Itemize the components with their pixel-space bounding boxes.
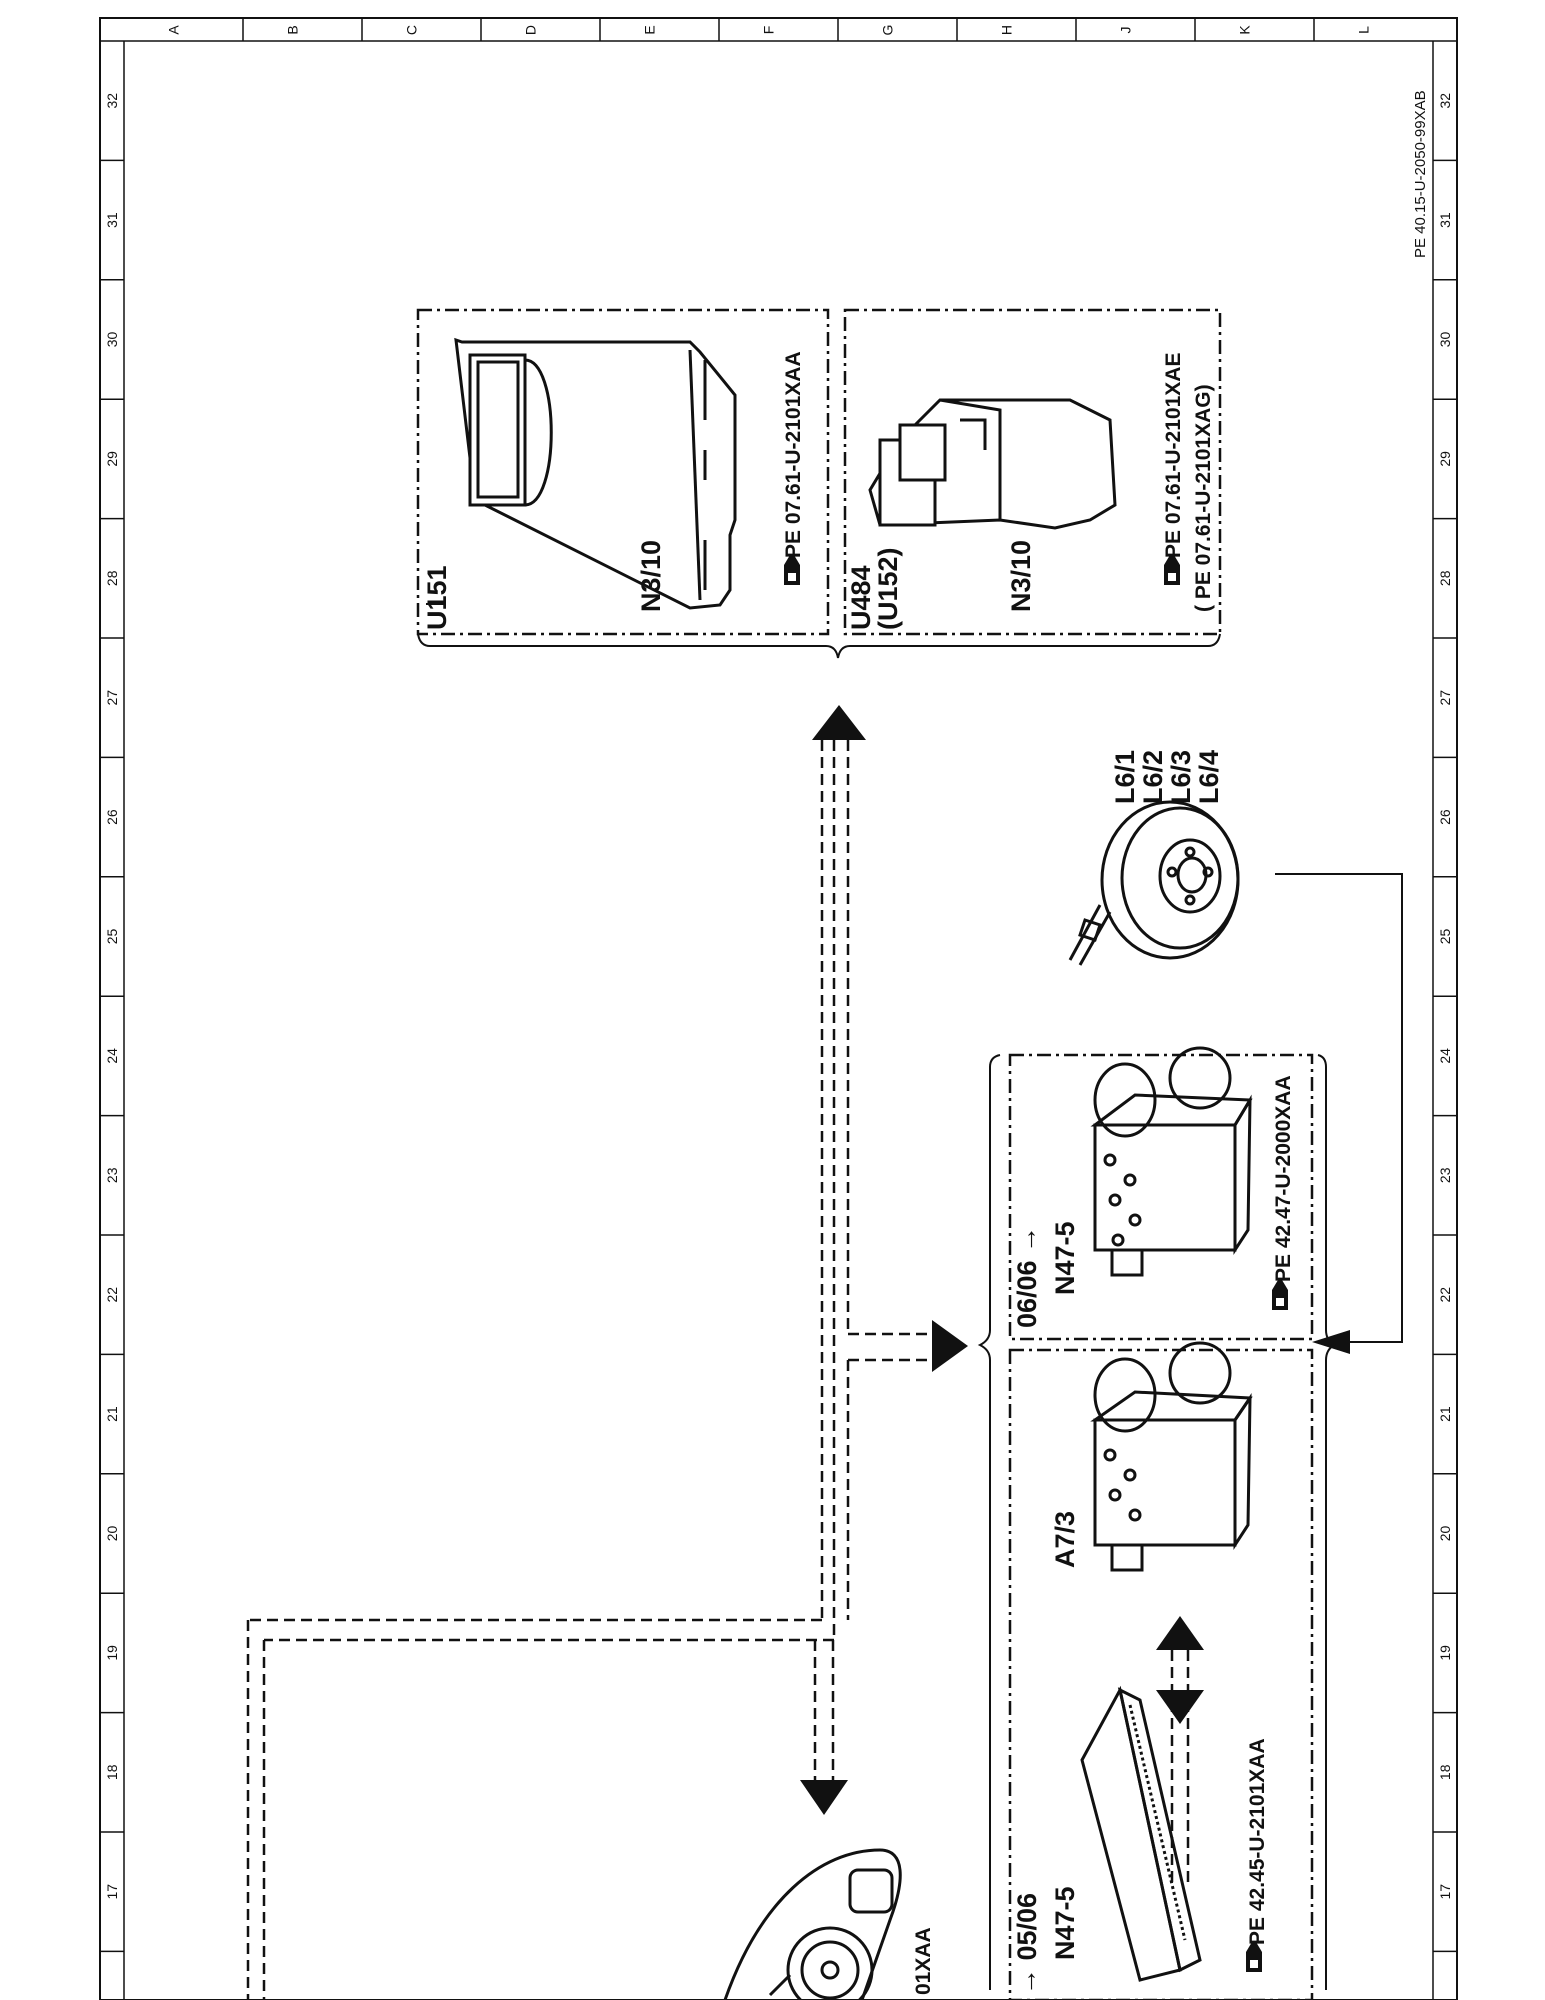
grid-row-label: 25 (1437, 929, 1453, 945)
group-label-05-06: → 05/06 (1012, 1893, 1042, 1995)
grid-row-label: 32 (104, 93, 120, 109)
reference-hand-icon (1272, 1280, 1288, 1310)
grid-row-label: 19 (1437, 1645, 1453, 1661)
grid-row-label: 23 (104, 1167, 120, 1183)
group-label-u151: U151 (422, 565, 452, 630)
group-05-06: → 05/06 N47-5 A7/3 PE 42.45-U-2101XAA (1008, 1341, 1314, 2000)
n3-10-control-unit-image (454, 337, 737, 610)
reference-42-45-2101xaa: PE 42.45-U-2101XAA (1246, 1738, 1269, 1945)
grid-row-label: 30 (1437, 332, 1453, 348)
grid-column-label: J (1118, 27, 1134, 34)
grid-row-label: 26 (104, 809, 120, 825)
instrument-cluster-image (723, 1848, 902, 2000)
sensor-signal-line (1275, 873, 1403, 1343)
component-label-n3-10-u484: N3/10 (1006, 540, 1036, 612)
grid-column-label: A (166, 25, 182, 35)
grid-column-label: F (761, 26, 777, 35)
reference-07-61-2101xae: PE 07.61-U-2101XAE (1162, 353, 1185, 558)
reference-hand-icon (784, 555, 800, 585)
grid-row-label: 19 (104, 1645, 120, 1661)
grid-row-label: 21 (1437, 1406, 1453, 1422)
component-label-l6-3: L6/3 (1166, 750, 1196, 804)
grid-row-label: 20 (1437, 1526, 1453, 1542)
row-labels: 32 32 31 31 30 30 29 29 28 28 27 27 26 26 25 25 24 24 23 23… (104, 93, 1453, 1900)
grid-column-label: K (1237, 25, 1253, 35)
grid-column-label: E (642, 25, 658, 34)
grid-row-label: 22 (1437, 1287, 1453, 1303)
grid-row-label: 29 (1437, 451, 1453, 467)
grid-row-label: 22 (104, 1287, 120, 1303)
group-u484: U484 (U152) N3/10 PE 07.61-U-2101XAE ( P… (843, 308, 1222, 636)
grid-row-label: 21 (104, 1406, 120, 1422)
reference-hand-icon (1246, 1942, 1262, 1972)
grid-row-label: 25 (104, 929, 120, 945)
grid-row-label: 24 (104, 1048, 120, 1064)
grid-row-label: 28 (104, 570, 120, 586)
column-ticks (242, 18, 1315, 41)
reference-07-61-2101xaa: PE 07.61-U-2101XAA (782, 351, 805, 558)
arrow-down-to-cluster (800, 1780, 848, 1815)
component-label-n3-10-u151: N3/10 (636, 540, 666, 612)
grid-row-label: 27 (104, 690, 120, 706)
outer-frame (99, 17, 1458, 2000)
n47-5-hydraulic-unit-image (1090, 1046, 1253, 1277)
grid-row-label: 18 (1437, 1764, 1453, 1780)
grid-row-label: 31 (104, 212, 120, 228)
grid-row-label: 28 (1437, 570, 1453, 586)
reference-42-47-2000xaa: PE 42.47-U-2000XAA (1272, 1075, 1295, 1282)
grid-column-label: H (999, 25, 1015, 35)
grid-column-label: C (404, 25, 420, 35)
wheel-speed-sensor-image (1068, 800, 1240, 966)
grid-row-label: 23 (1437, 1167, 1453, 1183)
arrow-right-to-n47 (932, 1320, 968, 1372)
grid-row-label: 27 (1437, 690, 1453, 706)
arrow-up-a7-3 (1156, 1616, 1204, 1650)
group-06-06: 06/06 → N47-5 PE 42.47-U-2000XAA (1008, 1046, 1314, 1341)
component-label-l6-4: L6/4 (1194, 750, 1224, 804)
component-label-n47-5-b: N47-5 (1050, 1886, 1080, 1960)
component-label-l6-1: L6/1 (1110, 750, 1140, 804)
grid-column-label: G (880, 25, 896, 36)
n47-5-control-module-image (1080, 1685, 1202, 1982)
grid-row-label: 31 (1437, 212, 1453, 228)
component-label-l6-2: L6/2 (1138, 750, 1168, 804)
group-label-u484: U484 (846, 565, 876, 630)
arrow-down-n47-5 (1156, 1690, 1204, 1724)
grid-row-label: 26 (1437, 809, 1453, 825)
n3-10-ecu-image (868, 398, 1117, 530)
grid-row-label: 17 (104, 1884, 120, 1900)
group-label-06-06: 06/06 → (1012, 1226, 1042, 1328)
reference-hand-icon (1164, 555, 1180, 585)
grid-row-label: 17 (1437, 1884, 1453, 1900)
component-label-n47-5-a: N47-5 (1050, 1221, 1080, 1295)
grid-row-label: 18 (104, 1764, 120, 1780)
group-label-u152: (U152) (873, 547, 903, 630)
grid-row-label: 30 (104, 332, 120, 348)
grid-row-label: 20 (104, 1526, 120, 1542)
reference-cluster-xaa: 01XAA (912, 1927, 935, 1995)
document-code: PE 40.15-U-2050-99XAB (1412, 90, 1429, 258)
grid-column-label: D (523, 25, 539, 35)
grid-row-label: 32 (1437, 93, 1453, 109)
row-ticks (100, 159, 1457, 1953)
a7-3-hydraulic-unit-image (1090, 1341, 1253, 1572)
group-u151: U151 N3/10 PE 07.61-U-2101XAA (416, 308, 830, 636)
arrow-up-to-ecu (812, 705, 866, 740)
can-bus-lines (246, 740, 1190, 2000)
grid-row-label: 24 (1437, 1048, 1453, 1064)
reference-07-61-2101xag: ( PE 07.61-U-2101XAG) (1192, 384, 1215, 612)
grid-column-label: B (285, 25, 301, 34)
component-label-a7-3: A7/3 (1050, 1511, 1080, 1568)
grid-column-label: L (1356, 26, 1372, 34)
grid-row-label: 29 (104, 451, 120, 467)
